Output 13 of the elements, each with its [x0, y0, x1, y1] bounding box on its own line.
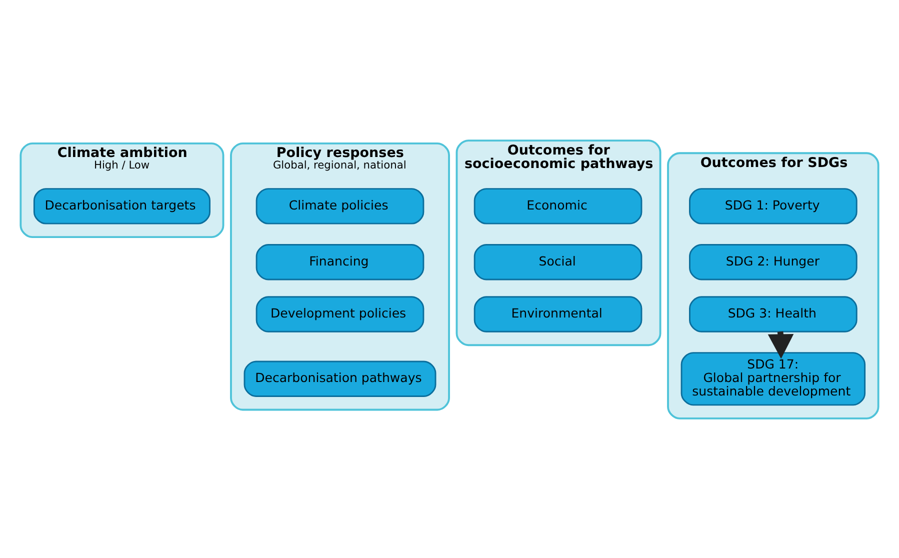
node-box: Financing	[256, 244, 424, 280]
node-box: Economic	[474, 188, 642, 224]
node-box: Climate policies	[256, 188, 424, 224]
node-box: Decarbonisation pathways	[244, 360, 436, 396]
node-box: Development policies	[256, 296, 424, 332]
node-box: SDG 1: Poverty	[689, 188, 858, 224]
node-box: Social	[474, 244, 642, 280]
arrow	[768, 330, 794, 358]
node-box: Decarbonisation targets	[33, 188, 210, 224]
node-box: Environmental	[474, 296, 642, 332]
node-box: SDG 2: Hunger	[689, 244, 858, 280]
node-box: SDG 17: Global partnership for sustainable development	[680, 352, 866, 406]
node-box: SDG 3: Health	[689, 296, 858, 332]
